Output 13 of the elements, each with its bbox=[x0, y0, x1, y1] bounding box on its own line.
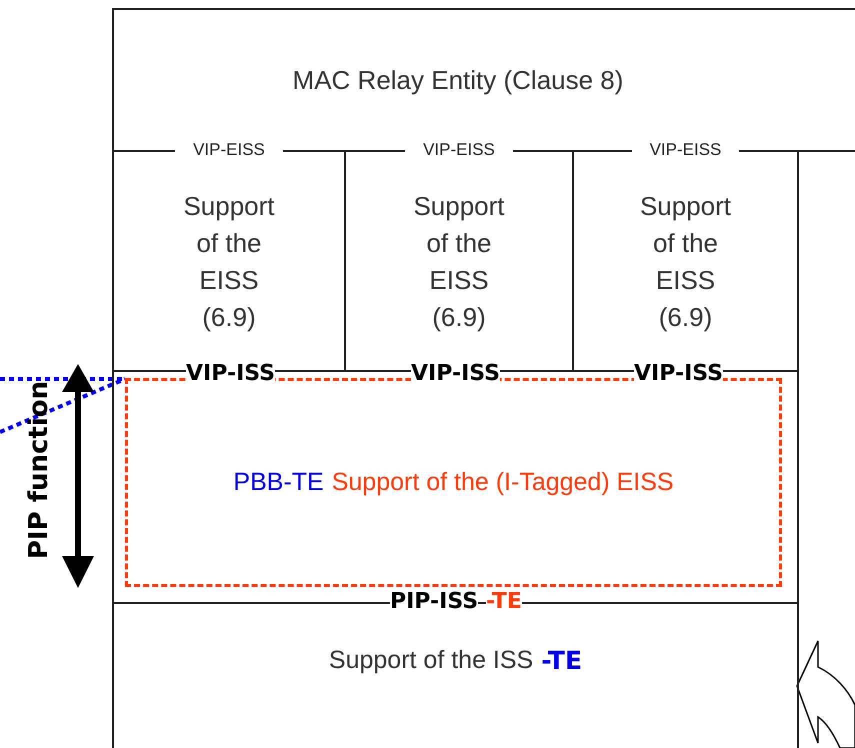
box-text: PBB-TE bbox=[233, 468, 324, 497]
side-label: PIP function bbox=[24, 380, 54, 560]
box-text: Support of the ISS bbox=[328, 646, 534, 675]
box-text: -TE bbox=[541, 646, 582, 675]
block-arrow bbox=[796, 640, 855, 748]
dotted-line bbox=[0, 377, 125, 381]
entity-title: MAC Relay Entity (Clause 8) bbox=[292, 64, 624, 96]
column-text: Support of the EISS (6.9) bbox=[182, 190, 276, 334]
entity-box bbox=[112, 8, 855, 138]
column-text: Support of the EISS (6.9) bbox=[638, 190, 732, 334]
box-text: Support of the (I-Tagged) EISS bbox=[332, 468, 674, 497]
dotted-line bbox=[0, 377, 126, 434]
column-text: Support of the EISS (6.9) bbox=[412, 190, 506, 334]
